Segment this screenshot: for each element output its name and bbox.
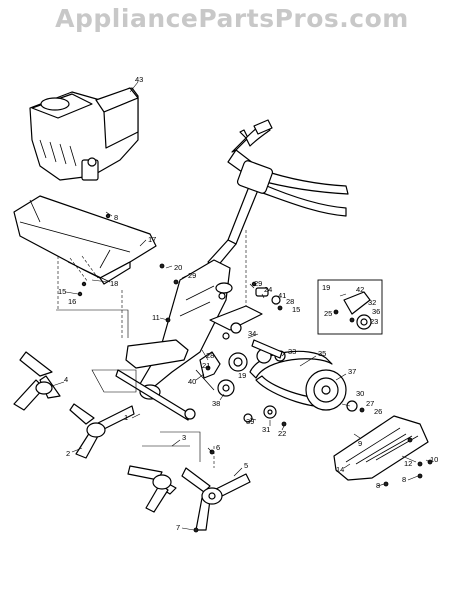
callout-20: 20	[174, 263, 182, 272]
callout-15-right: 15	[292, 305, 300, 314]
callout-29-left: 29	[188, 271, 196, 280]
callout-33: 33	[288, 347, 296, 356]
callout-9: 9	[358, 439, 362, 448]
callout-16: 16	[68, 297, 76, 306]
callout-14: 14	[336, 465, 344, 474]
callout-3: 3	[182, 433, 186, 442]
callout-8-top: 8	[114, 213, 118, 222]
callout-4: 4	[64, 375, 68, 384]
engine	[29, 87, 139, 181]
tine-lower-left	[127, 465, 177, 513]
callout-19: 19	[238, 371, 246, 380]
callout-25: 25	[324, 309, 332, 318]
callout-23: 23	[370, 317, 378, 326]
callout-8-right: 8	[402, 475, 406, 484]
callout-40: 40	[188, 377, 196, 386]
reference-lines	[56, 230, 247, 468]
callout-22: 22	[278, 429, 286, 438]
callout-36: 36	[372, 307, 380, 316]
callout-39: 39	[246, 417, 254, 426]
callout-24: 24	[264, 285, 272, 294]
callout-21: 21	[202, 361, 210, 370]
callout-38: 38	[212, 399, 220, 408]
callout-18: 18	[110, 279, 118, 288]
callout-8-bottom: 8	[376, 481, 380, 490]
callout-28-right: 28	[286, 297, 294, 306]
pivot-shaft	[251, 339, 283, 359]
callout-43: 43	[135, 75, 143, 84]
callout-30: 30	[356, 389, 364, 398]
handle	[207, 119, 349, 269]
callout-labels: 43 8 17 20 29 18 15 16 11 24 29 41 28 15…	[58, 75, 438, 532]
callout-35: 35	[318, 349, 326, 358]
callout-28-left: 28	[206, 351, 214, 360]
belt-drive	[217, 348, 365, 423]
callout-19-box: 19	[322, 283, 330, 292]
callout-17: 17	[148, 235, 156, 244]
callout-26: 26	[374, 407, 382, 416]
callout-2: 2	[66, 449, 70, 458]
callout-15-left: 15	[58, 287, 66, 296]
callout-29-right: 29	[254, 279, 262, 288]
belt-cover	[333, 415, 429, 481]
detail-box-19	[317, 279, 383, 335]
watermark-text: AppliancePartsPros.com	[55, 4, 409, 33]
callout-37: 37	[348, 367, 356, 376]
callout-12: 12	[404, 459, 412, 468]
small-hardware	[159, 263, 433, 533]
callout-34: 34	[248, 329, 256, 338]
callout-11: 11	[152, 313, 160, 322]
idler-bracket	[195, 351, 221, 391]
callout-27: 27	[366, 399, 374, 408]
callout-10: 10	[430, 455, 438, 464]
tine-lower-right	[181, 467, 251, 531]
transmission-frame	[125, 259, 263, 400]
callout-1: 1	[124, 413, 128, 422]
callout-31: 31	[262, 425, 270, 434]
callout-7: 7	[176, 523, 180, 532]
tine-shaft	[115, 369, 196, 421]
right-hardware	[251, 281, 283, 311]
tine-shield	[13, 195, 157, 285]
callout-5: 5	[244, 461, 248, 470]
tine-upper-right	[69, 403, 135, 459]
flap-hardware	[67, 213, 111, 297]
tine-upper-left	[13, 351, 61, 411]
callout-6: 6	[216, 443, 220, 452]
callout-32: 32	[368, 298, 376, 307]
callout-42: 42	[356, 285, 364, 294]
callout-41: 41	[278, 291, 286, 300]
callout-leaders	[51, 81, 431, 531]
